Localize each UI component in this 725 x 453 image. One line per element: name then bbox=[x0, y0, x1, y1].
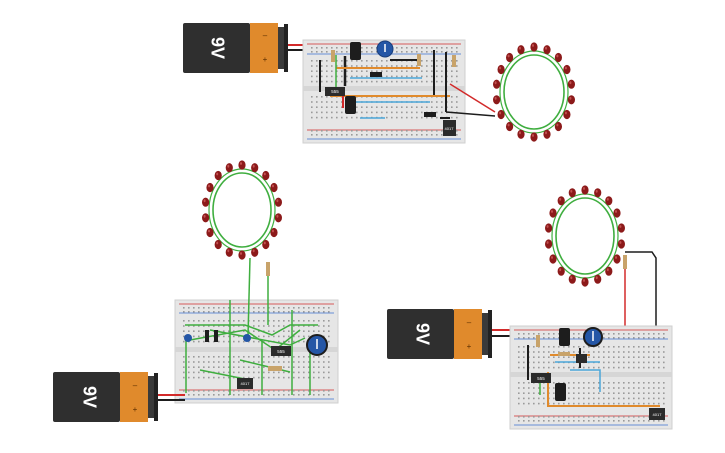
led bbox=[214, 239, 222, 250]
svg-text:–: – bbox=[133, 381, 138, 390]
led bbox=[563, 64, 571, 75]
led bbox=[202, 213, 210, 223]
led bbox=[549, 254, 557, 264]
led bbox=[554, 52, 563, 63]
led bbox=[202, 197, 210, 207]
chip-4017-right: 4017 bbox=[649, 408, 665, 420]
led bbox=[563, 109, 571, 120]
led bbox=[530, 132, 538, 142]
led bbox=[497, 64, 505, 75]
led bbox=[567, 95, 576, 105]
svg-text:+: + bbox=[263, 55, 268, 64]
battery-label: 9V bbox=[412, 323, 432, 345]
led bbox=[613, 208, 621, 218]
svg-text:+: + bbox=[467, 342, 472, 351]
led bbox=[225, 247, 233, 257]
led bbox=[545, 239, 553, 249]
led bbox=[517, 45, 525, 55]
led bbox=[543, 129, 551, 139]
chip-555-top: 555 bbox=[325, 87, 345, 96]
chip-4017-left: 4017 bbox=[237, 378, 253, 389]
led bbox=[605, 266, 613, 276]
led bbox=[605, 196, 613, 206]
led bbox=[206, 227, 214, 238]
chip-label: 4017 bbox=[653, 412, 663, 417]
led bbox=[225, 163, 233, 173]
led bbox=[214, 170, 222, 181]
chip-label: 4017 bbox=[241, 381, 251, 386]
led bbox=[493, 95, 501, 105]
battery-top: 9V – + bbox=[183, 23, 288, 73]
led bbox=[568, 274, 576, 284]
led bbox=[554, 121, 563, 132]
led bbox=[567, 79, 576, 89]
led bbox=[617, 239, 626, 249]
led bbox=[530, 42, 538, 52]
chip-555-left: 555 bbox=[271, 346, 291, 356]
led bbox=[594, 274, 602, 284]
led bbox=[581, 185, 589, 195]
led bbox=[568, 188, 576, 198]
led bbox=[549, 208, 557, 218]
circuit-right: 9V – + bbox=[387, 185, 673, 430]
led bbox=[274, 213, 282, 223]
led bbox=[251, 247, 259, 257]
led bbox=[262, 170, 270, 181]
led bbox=[506, 121, 514, 132]
led bbox=[594, 188, 602, 198]
led-ring-right bbox=[545, 185, 626, 287]
led bbox=[497, 109, 505, 120]
chip-label: 555 bbox=[537, 376, 545, 381]
led bbox=[617, 223, 626, 233]
circuit-left: 555 4017 9V – + bbox=[53, 160, 339, 422]
led bbox=[274, 197, 282, 207]
svg-text:–: – bbox=[263, 31, 268, 40]
chip-label: 555 bbox=[277, 349, 285, 354]
chip-4017-top: 4017 bbox=[443, 120, 456, 136]
battery-label: 9V bbox=[79, 386, 99, 408]
led bbox=[581, 277, 589, 287]
led bbox=[543, 45, 551, 55]
chip-555-right: 555 bbox=[531, 373, 551, 383]
led bbox=[517, 129, 525, 139]
led bbox=[493, 79, 501, 89]
svg-text:+: + bbox=[133, 405, 138, 414]
battery-label: 9V bbox=[207, 37, 227, 59]
led-ring-top bbox=[493, 42, 576, 142]
led bbox=[545, 223, 553, 233]
chip-label: 4017 bbox=[445, 126, 455, 131]
led bbox=[270, 182, 278, 193]
led bbox=[206, 182, 214, 193]
led bbox=[506, 52, 514, 63]
chip-label: 555 bbox=[331, 89, 339, 94]
led bbox=[238, 250, 246, 260]
battery-right: 9V – + bbox=[387, 309, 492, 359]
led bbox=[557, 196, 565, 206]
led bbox=[270, 227, 278, 238]
led bbox=[557, 266, 565, 276]
led bbox=[262, 239, 270, 250]
led bbox=[238, 160, 246, 170]
led bbox=[251, 163, 259, 173]
battery-left: 9V – + bbox=[53, 372, 158, 422]
svg-text:–: – bbox=[467, 318, 472, 327]
circuit-top: 9V – + bbox=[183, 23, 576, 144]
led bbox=[613, 254, 621, 264]
led-ring-left bbox=[202, 160, 282, 260]
